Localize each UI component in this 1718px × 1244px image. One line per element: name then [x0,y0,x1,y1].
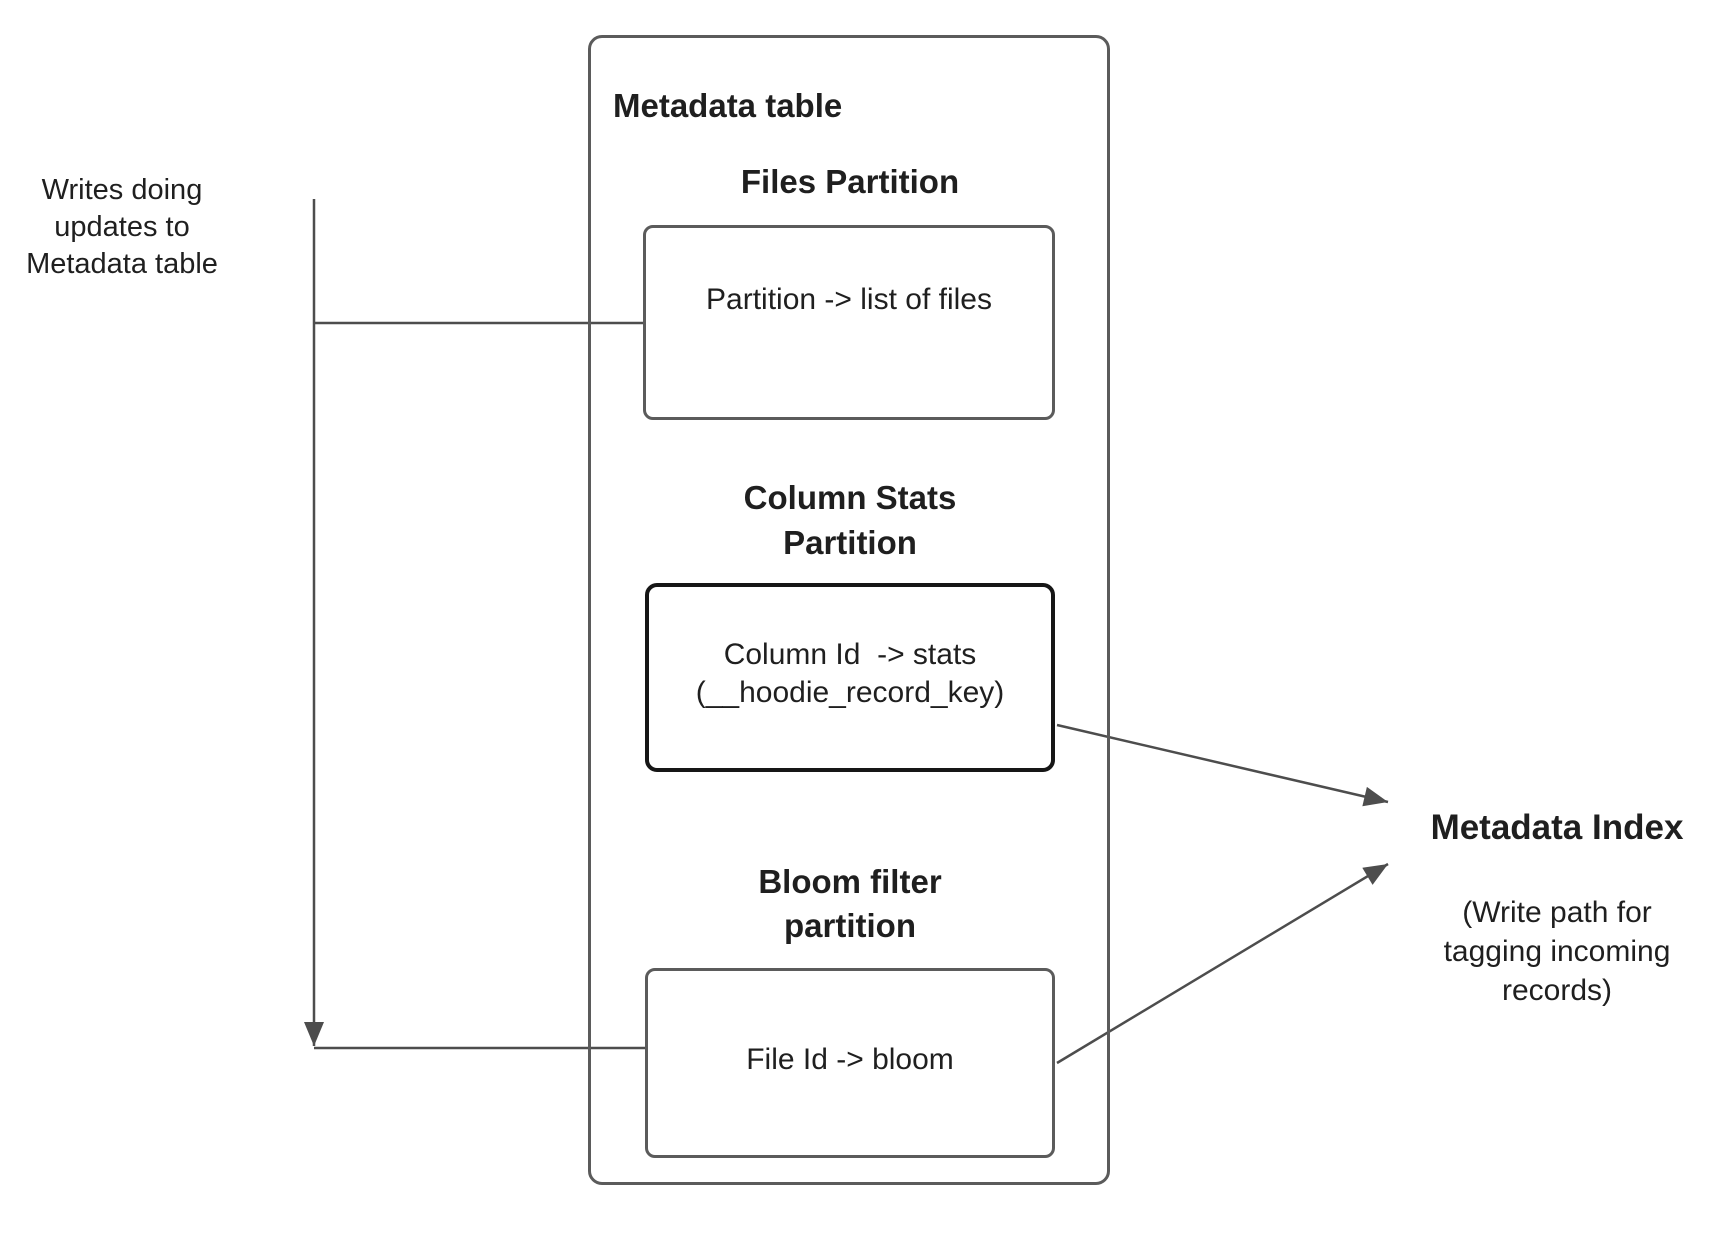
bloom-filter-partition-heading: Bloom filter partition [758,863,942,944]
metadata-table-title: Metadata table [613,87,843,124]
metadata-index-subtitle: (Write path for tagging incoming records… [1443,896,1671,1007]
metadata-index-title: Metadata Index [1430,808,1684,847]
bloom-filter-partition-box-text: File Id -> bloom [746,1043,954,1076]
files-partition-box: Partition -> list of files [643,225,1055,420]
column-stats-partition-heading: Column Stats Partition [743,479,957,561]
column-stats-partition-box: Column Id -> stats (__hoodie_record_key) [645,583,1055,772]
files-partition-box-text: Partition -> list of files [706,282,992,316]
metadata-table-box [588,35,1110,1185]
bloom-filter-partition-box: File Id -> bloom [645,968,1055,1158]
column-stats-partition-box-text: Column Id -> stats (__hoodie_record_key) [695,637,1005,709]
writes-note: Writes doing updates to Metadata table [26,174,218,280]
files-partition-heading: Files Partition [740,163,960,200]
